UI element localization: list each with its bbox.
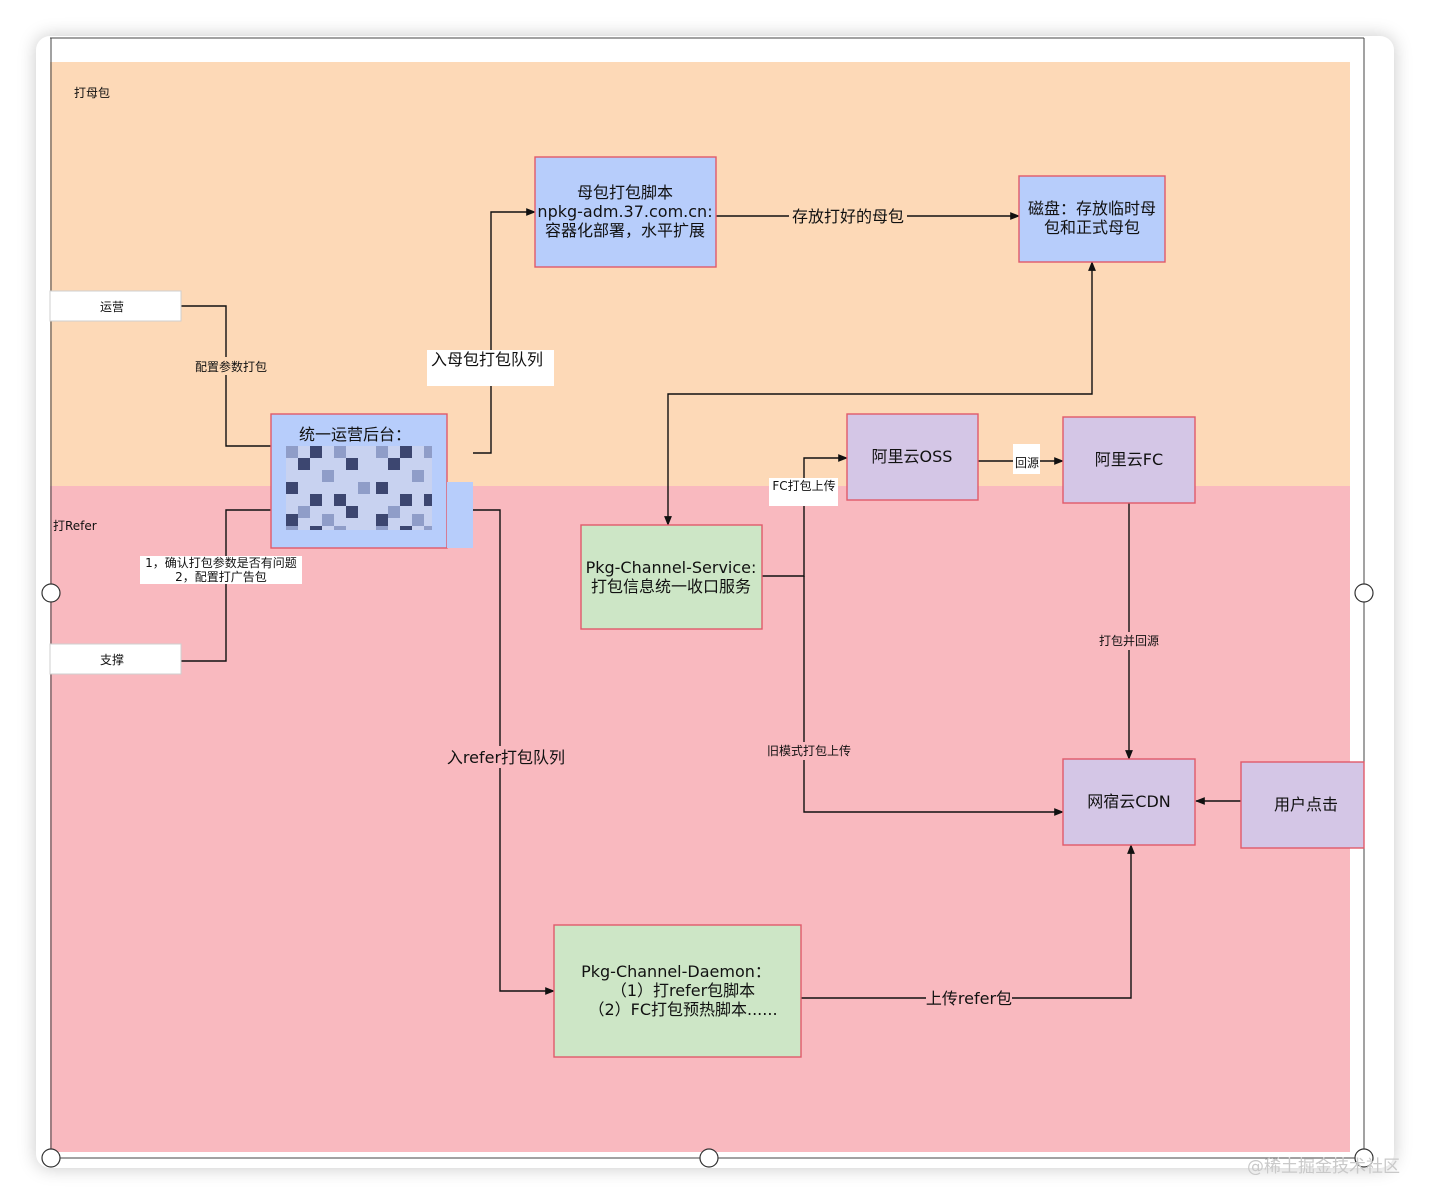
- label-config-pack: 配置参数打包: [195, 359, 267, 374]
- svg-text:Pkg-Channel-Daemon：: Pkg-Channel-Daemon：: [581, 962, 771, 981]
- edge-labels: 配置参数打包 1，确认打包参数是否有问题 2，配置打广告包 入母包打包队列 存放…: [140, 206, 1162, 1010]
- edge-daemon-cdn[interactable]: [801, 844, 1135, 999]
- svg-text:母包打包脚本: 母包打包脚本: [577, 183, 673, 202]
- svg-text:阿里云OSS: 阿里云OSS: [872, 447, 953, 466]
- label-confirm-2: 2，配置打广告包: [175, 570, 267, 584]
- svg-text:（2）FC打包预热脚本......: （2）FC打包预热脚本......: [588, 1000, 777, 1019]
- svg-text:网宿云CDN: 网宿云CDN: [1087, 792, 1170, 811]
- edge-zhicheng-platform[interactable]: [181, 509, 272, 662]
- handle-right-middle[interactable]: [1354, 583, 1374, 603]
- selection-handles: [41, 583, 1374, 1168]
- label-enqueue-refer: 入refer打包队列: [447, 748, 565, 767]
- platform-title: 统一运营后台：: [299, 425, 411, 444]
- node-yunying[interactable]: 运营: [49, 290, 182, 322]
- label-upload-refer: 上传refer包: [926, 989, 1012, 1008]
- label-confirm-1: 1，确认打包参数是否有问题: [145, 555, 297, 570]
- nodes: 运营 支撑 统一运营后台： 母包打包脚本 npkg-adm.37.com.cn:…: [49, 156, 1365, 1058]
- edge-yunying-platform[interactable]: [181, 305, 272, 447]
- node-unified-platform[interactable]: 统一运营后台：: [270, 413, 473, 549]
- lane-mother-label: 打母包: [74, 86, 110, 100]
- label-enqueue-mother: 入母包打包队列: [431, 350, 543, 369]
- node-channel-daemon[interactable]: Pkg-Channel-Daemon： （1）打refer包脚本 （2）FC打包…: [553, 924, 802, 1058]
- label-legacy-upload: 旧模式打包上传: [767, 743, 851, 758]
- label-back-source: 回源: [1015, 456, 1039, 470]
- edge-platform-mother[interactable]: [473, 208, 536, 454]
- watermark: @稀土掘金技术社区: [1247, 1157, 1400, 1177]
- node-wangsu-cdn[interactable]: 网宿云CDN: [1062, 758, 1196, 846]
- node-aliyun-oss[interactable]: 阿里云OSS: [846, 413, 979, 501]
- svg-text:npkg-adm.37.com.cn:: npkg-adm.37.com.cn:: [537, 202, 712, 221]
- svg-text:Pkg-Channel-Service:: Pkg-Channel-Service:: [586, 558, 757, 577]
- label-fc-upload: FC打包上传: [772, 478, 835, 493]
- svg-text:容器化部署，水平扩展: 容器化部署，水平扩展: [545, 221, 705, 240]
- edge-disk-service[interactable]: [664, 261, 1096, 526]
- svg-text:运营: 运营: [100, 300, 124, 314]
- svg-text:阿里云FC: 阿里云FC: [1095, 450, 1163, 469]
- svg-text:打包信息统一收口服务: 打包信息统一收口服务: [591, 577, 751, 596]
- svg-text:包和正式母包: 包和正式母包: [1044, 218, 1140, 237]
- node-mother-script[interactable]: 母包打包脚本 npkg-adm.37.com.cn: 容器化部署，水平扩展: [534, 156, 717, 268]
- node-user-click[interactable]: 用户点击: [1240, 761, 1365, 849]
- handle-bottom-right[interactable]: [1354, 1148, 1374, 1168]
- svg-text:磁盘：存放临时母: 磁盘：存放临时母: [1028, 199, 1156, 218]
- edge-service-oss[interactable]: [762, 454, 848, 577]
- lane-refer-label: 打Refer: [53, 519, 97, 533]
- node-aliyun-fc[interactable]: 阿里云FC: [1062, 416, 1196, 504]
- svg-text:用户点击: 用户点击: [1274, 795, 1338, 814]
- node-disk[interactable]: 磁盘：存放临时母 包和正式母包: [1018, 175, 1166, 263]
- pixelated-block: [286, 446, 432, 530]
- node-zhicheng[interactable]: 支撑: [49, 643, 182, 675]
- handle-bottom-left[interactable]: [41, 1148, 61, 1168]
- svg-text:（1）打refer包脚本: （1）打refer包脚本: [611, 981, 755, 1000]
- handle-bottom-middle[interactable]: [699, 1148, 719, 1168]
- edge-service-cdn[interactable]: [803, 576, 1064, 816]
- svg-text:支撑: 支撑: [100, 652, 124, 667]
- label-store-mother: 存放打好的母包: [792, 207, 904, 226]
- label-pack-back-source: 打包并回源: [1099, 634, 1159, 648]
- node-channel-service[interactable]: Pkg-Channel-Service: 打包信息统一收口服务: [580, 524, 763, 630]
- handle-left-middle[interactable]: [41, 583, 61, 603]
- edges: [181, 208, 1241, 999]
